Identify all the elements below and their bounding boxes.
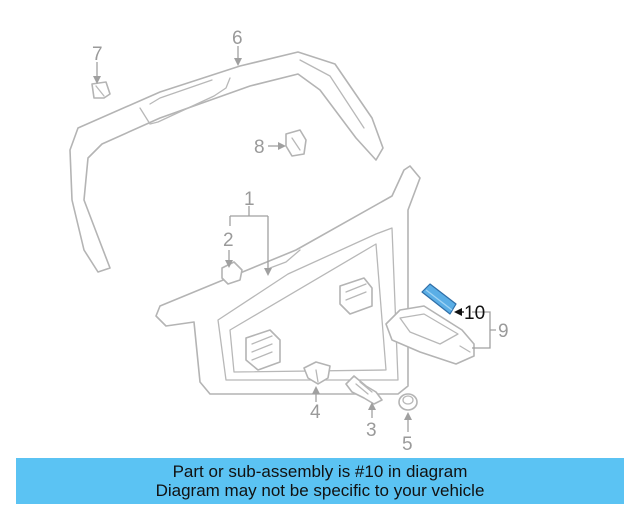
parts-diagram: 1 2 3 4 5 6 7 8 9 10 <box>69 28 509 455</box>
leader-lines <box>93 46 496 432</box>
callout-10: 10 <box>464 303 485 324</box>
part-8-clip <box>285 129 307 157</box>
callout-labels: 1 2 3 4 5 6 7 8 9 10 <box>92 28 509 455</box>
part-1-lower-trim <box>155 165 421 395</box>
callout-4: 4 <box>310 402 321 423</box>
callout-8: 8 <box>254 137 265 158</box>
banner-disclaimer-line: Diagram may not be specific to your vehi… <box>155 481 485 500</box>
callout-2: 2 <box>223 230 234 251</box>
part-2-clip <box>221 261 243 285</box>
part-7-clip <box>91 81 111 99</box>
callout-5: 5 <box>402 434 413 455</box>
part-9-lamp-housing <box>385 305 475 365</box>
part-3-screw <box>345 375 383 405</box>
part-6-upper-trim <box>69 51 384 273</box>
part-info-banner: Part or sub-assembly is #10 in diagram D… <box>16 458 624 504</box>
part-5-cap <box>398 393 418 411</box>
callout-9: 9 <box>498 321 509 342</box>
part-4-push-clip <box>303 361 331 385</box>
callout-1: 1 <box>244 189 255 210</box>
banner-part-line: Part or sub-assembly is #10 in diagram <box>172 462 468 481</box>
callout-6: 6 <box>232 28 243 49</box>
callout-3: 3 <box>366 420 377 441</box>
callout-7: 7 <box>92 44 103 65</box>
part-10-bulb-highlighted <box>421 283 457 315</box>
